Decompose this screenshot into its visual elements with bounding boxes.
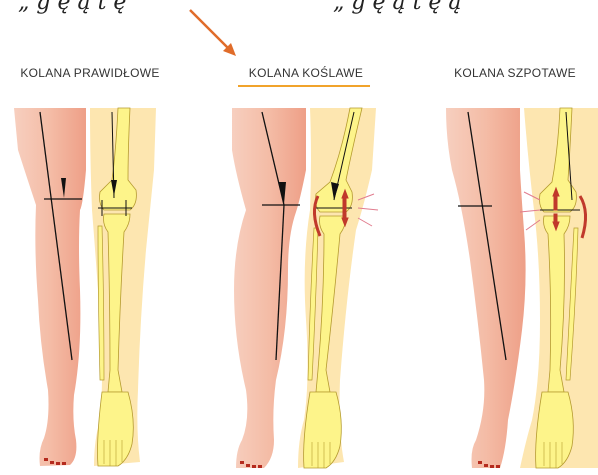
foot-bones-normal (98, 392, 134, 466)
panel-normal (14, 108, 156, 466)
panel-varus (446, 108, 598, 468)
panel-valgus (232, 108, 378, 468)
foot-bones-varus (536, 392, 574, 468)
leg-skin-normal (14, 108, 86, 466)
leg-skin-varus (446, 108, 526, 468)
foot-bones-valgus (304, 392, 342, 468)
leg-skin-valgus (232, 108, 306, 468)
pointer-arrow (190, 10, 236, 56)
